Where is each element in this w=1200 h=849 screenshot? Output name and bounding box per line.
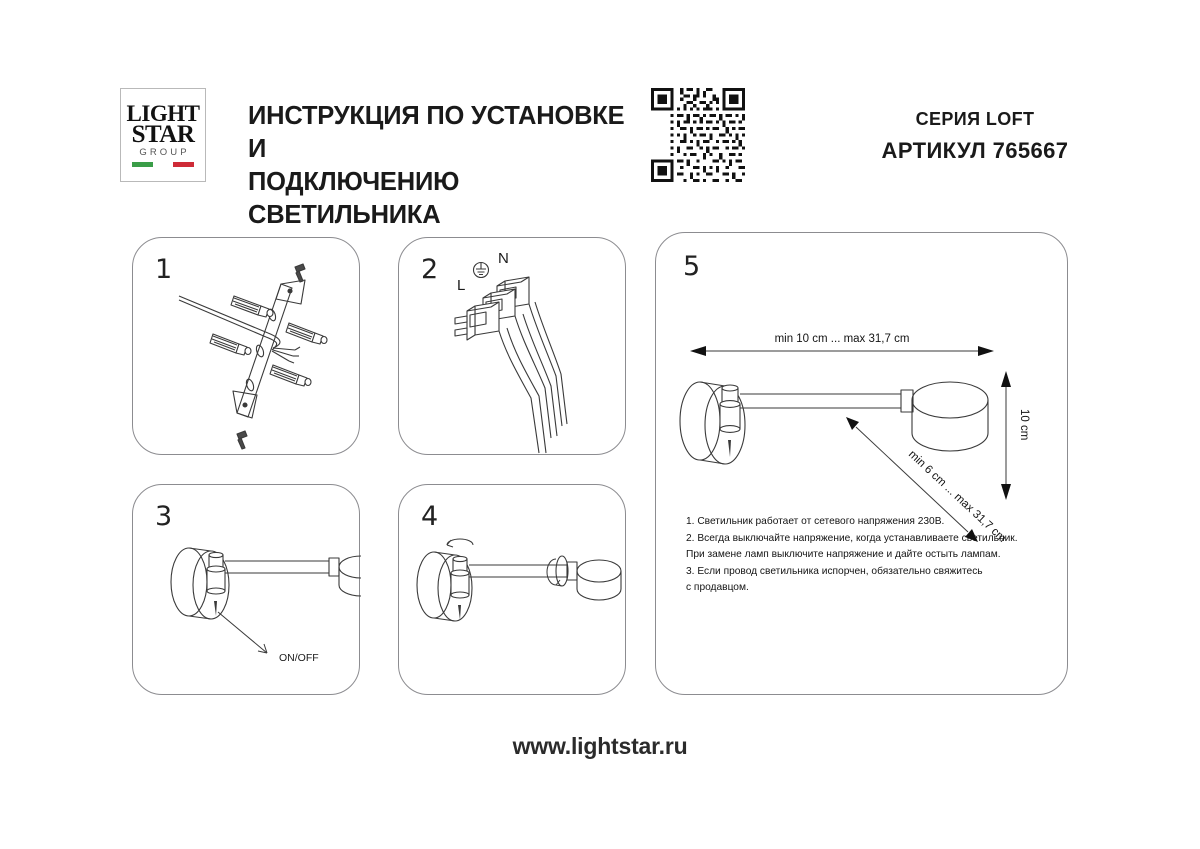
- logo-text-group: GROUP: [139, 147, 190, 159]
- italian-flag-icon: [132, 161, 195, 167]
- qr-code-icon: [651, 88, 745, 182]
- terminal-wiring-illustration: L N: [454, 250, 568, 454]
- step-panel-2: 2: [398, 237, 626, 455]
- onoff-label: ON/OFF: [279, 652, 319, 664]
- switch-onoff-illustration: ON/OFF: [170, 547, 361, 664]
- logo-text-light: LIGHT: [126, 101, 200, 127]
- bracket-mounting-illustration: [178, 263, 328, 450]
- article-label: АРТИКУЛ 765667: [881, 137, 1069, 163]
- logo-text-star: STAR: [131, 121, 195, 149]
- step-panel-5: 5: [655, 232, 1068, 695]
- step-number-2: 2: [421, 254, 439, 285]
- rotation-adjust-illustration: [416, 538, 622, 622]
- product-identification: СЕРИЯ LOFT АРТИКУЛ 765667: [845, 106, 1105, 168]
- step-number-3: 3: [155, 501, 173, 532]
- step-number-4: 4: [421, 501, 439, 532]
- safety-note-3: 3. Если провод светильника испорчен, обя…: [686, 565, 983, 594]
- document-header: LIGHT STAR GROUP ИНСТРУКЦИЯ ПО УСТАНОВКЕ…: [0, 0, 1200, 229]
- step-panel-4: 4: [398, 484, 626, 695]
- dimension-vertical-label: 10 cm: [1018, 409, 1030, 440]
- terminal-label-live: L: [457, 277, 465, 294]
- step-panel-3: 3 ON/OFF: [132, 484, 361, 695]
- page-title-line1: ИНСТРУКЦИЯ ПО УСТАНОВКЕ И: [248, 102, 625, 164]
- terminal-label-neutral: N: [498, 250, 509, 267]
- dimensions-illustration: min 10 cm ... max 31,7 cm 10 cm min 6 cm…: [679, 333, 1030, 545]
- brand-logo: LIGHT STAR GROUP: [120, 88, 206, 182]
- step-panel-1: 1: [132, 237, 360, 455]
- page-title-line2: ПОДКЛЮЧЕНИЮ СВЕТИЛЬНИКА: [248, 168, 460, 230]
- series-label: СЕРИЯ LOFT: [915, 109, 1035, 129]
- safety-note-1: 1. Светильник работает от сетевого напря…: [686, 516, 945, 527]
- website-footer: www.lightstar.ru: [512, 733, 688, 759]
- step-number-5: 5: [683, 251, 701, 282]
- step-number-1: 1: [155, 254, 173, 285]
- page-title: ИНСТРУКЦИЯ ПО УСТАНОВКЕ И ПОДКЛЮЧЕНИЮ СВ…: [248, 100, 640, 233]
- safety-notes: 1. Светильник работает от сетевого напря…: [686, 514, 1046, 597]
- dimension-horizontal-label: min 10 cm ... max 31,7 cm: [775, 333, 910, 345]
- safety-note-2: 2. Всегда выключайте напряжение, когда у…: [686, 532, 1018, 561]
